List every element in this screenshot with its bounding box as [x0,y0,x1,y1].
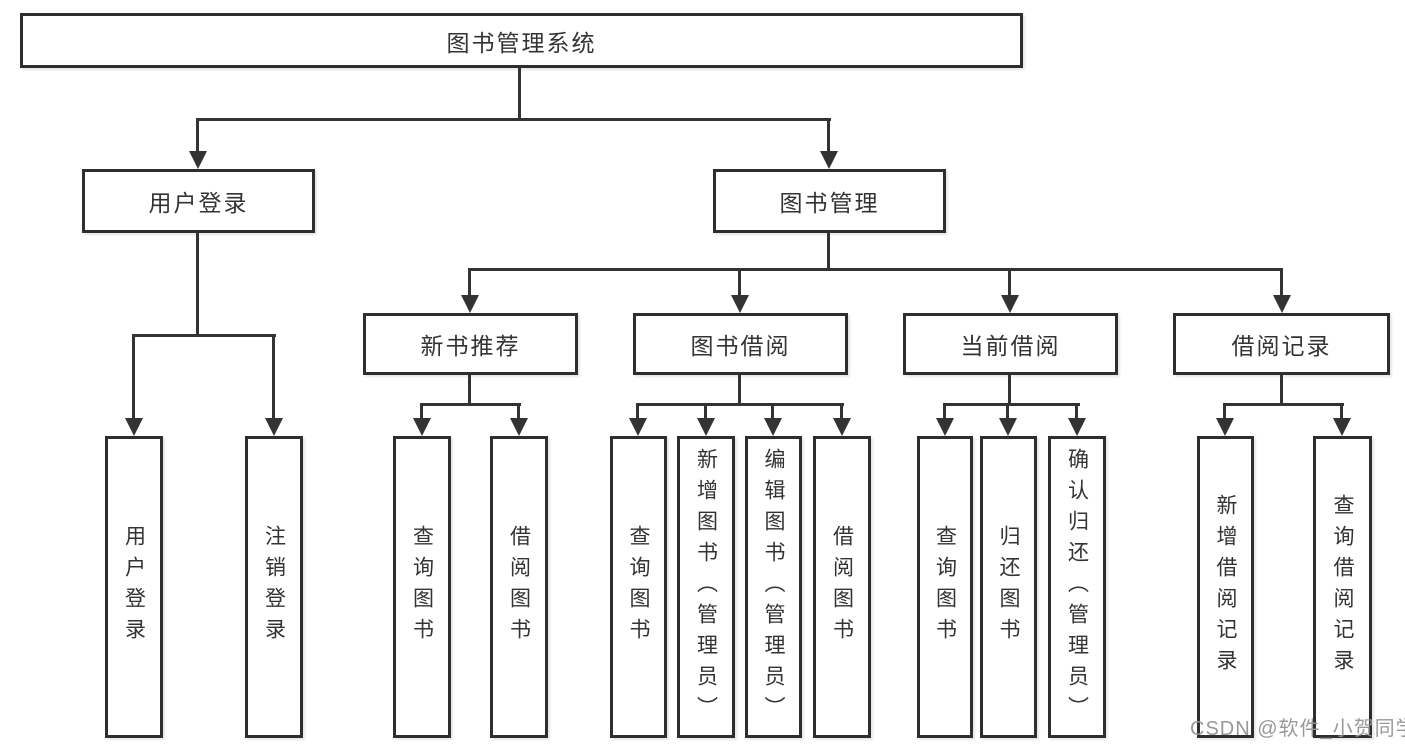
leaf-query-borrow-record-label: 查询借阅记录 [1331,494,1354,680]
node-borrow-records: 借阅记录 [1173,313,1390,375]
connector-records-stem [1280,375,1283,406]
connector-borrow-drop-1 [636,403,639,422]
leaf-add-borrow-record: 新增借阅记录 [1197,436,1254,738]
leaf-query-borrow-record: 查询借阅记录 [1313,436,1372,738]
leaf-add-borrow-record-label: 新增借阅记录 [1214,494,1237,680]
arrowhead-icon [764,418,782,436]
leaf-query-book-borrow-label: 查询图书 [627,525,650,649]
arrowhead-icon [1068,418,1086,436]
arrowhead-icon [999,418,1017,436]
leaf-logout-label: 注销登录 [262,525,286,649]
connector-userlogin-drop-2 [272,334,275,422]
arrowhead-icon [265,418,283,436]
leaf-user-login-label: 用户登录 [122,525,146,649]
connector-borrow-drop-3 [771,403,774,422]
connector-bookmgmt-drop-3 [1008,268,1011,298]
node-user-login: 用户登录 [82,169,315,233]
arrowhead-icon [125,418,143,436]
leaf-borrow-book-label: 借阅图书 [830,525,854,649]
connector-current-drop-2 [1006,403,1009,422]
connector-root-stem [518,68,521,120]
leaf-borrow-book-recommend-label: 借阅图书 [507,525,531,649]
arrowhead-icon [833,418,851,436]
leaf-borrow-book: 借阅图书 [813,436,871,738]
node-book-borrow: 图书借阅 [633,313,848,375]
arrowhead-icon [697,418,715,436]
connector-records-drop-1 [1223,403,1226,422]
connector-current-drop-3 [1075,403,1078,422]
connector-current-drop-1 [943,403,946,422]
node-new-book-recommend: 新书推荐 [363,313,578,375]
connector-current-stem [1008,375,1011,406]
leaf-user-login: 用户登录 [105,436,163,738]
leaf-borrow-book-recommend: 借阅图书 [490,436,548,738]
connector-userlogin-bar [132,334,276,337]
node-root: 图书管理系统 [20,13,1023,68]
arrowhead-icon [510,418,528,436]
arrowhead-icon [1001,295,1019,313]
arrowhead-icon [413,418,431,436]
connector-bookmgmt-bar [468,268,1283,271]
node-book-borrow-label: 图书借阅 [690,333,791,359]
node-book-management-label: 图书管理 [779,190,880,216]
connector-recommend-stem [468,375,471,406]
arrowhead-icon [936,418,954,436]
leaf-add-book-admin: 新增图书（管理员） [677,436,735,738]
leaf-add-book-admin-label: 新增图书（管理员） [694,447,718,727]
leaf-query-book-borrow: 查询图书 [610,436,667,738]
connector-records-drop-2 [1340,403,1343,422]
arrowhead-icon [1273,295,1291,313]
node-current-borrow-label: 当前借阅 [960,333,1061,359]
arrowhead-icon [820,151,838,169]
node-user-login-label: 用户登录 [148,190,249,216]
leaf-query-book-current-label: 查询图书 [933,525,957,649]
connector-current-bar [943,403,1080,406]
node-book-management: 图书管理 [713,169,946,233]
leaf-edit-book-admin: 编辑图书（管理员） [745,436,802,738]
leaf-edit-book-admin-label: 编辑图书（管理员） [762,447,785,727]
arrowhead-icon [629,418,647,436]
node-new-book-recommend-label: 新书推荐 [420,333,521,359]
connector-borrow-drop-2 [704,403,707,422]
arrowhead-icon [1333,418,1351,436]
connector-userlogin-stem [196,233,199,337]
connector-records-bar [1223,403,1344,406]
leaf-confirm-return-admin-label: 确认归还（管理员） [1065,447,1089,727]
leaf-query-book-recommend-label: 查询图书 [410,525,434,649]
leaf-logout: 注销登录 [245,436,303,738]
arrowhead-icon [1216,418,1234,436]
connector-root-drop-2 [827,118,830,154]
node-borrow-records-label: 借阅记录 [1231,333,1332,359]
connector-bookmgmt-stem [827,233,830,270]
connector-borrow-stem [738,375,741,406]
arrowhead-icon [461,295,479,313]
arrowhead-icon [189,151,207,169]
leaf-confirm-return-admin: 确认归还（管理员） [1048,436,1106,738]
leaf-return-book-label: 归还图书 [997,525,1020,649]
connector-recommend-drop-2 [517,403,520,422]
node-root-label: 图书管理系统 [446,29,597,56]
connector-root-bar [196,118,831,121]
node-current-borrow: 当前借阅 [903,313,1118,375]
csdn-watermark: CSDN @软件_小贺同学 [1190,718,1405,740]
leaf-query-book-current: 查询图书 [917,436,973,738]
connector-recommend-bar [420,403,521,406]
connector-root-drop-1 [196,118,199,154]
connector-bookmgmt-drop-2 [738,268,741,298]
leaf-query-book-recommend: 查询图书 [393,436,451,738]
connector-bookmgmt-drop-4 [1280,268,1283,298]
connector-recommend-drop-1 [420,403,423,422]
connector-userlogin-drop-1 [132,334,135,422]
leaf-return-book: 归还图书 [980,436,1037,738]
connector-borrow-bar [636,403,844,406]
connector-bookmgmt-drop-1 [468,268,471,298]
arrowhead-icon [731,295,749,313]
connector-borrow-drop-4 [840,403,843,422]
